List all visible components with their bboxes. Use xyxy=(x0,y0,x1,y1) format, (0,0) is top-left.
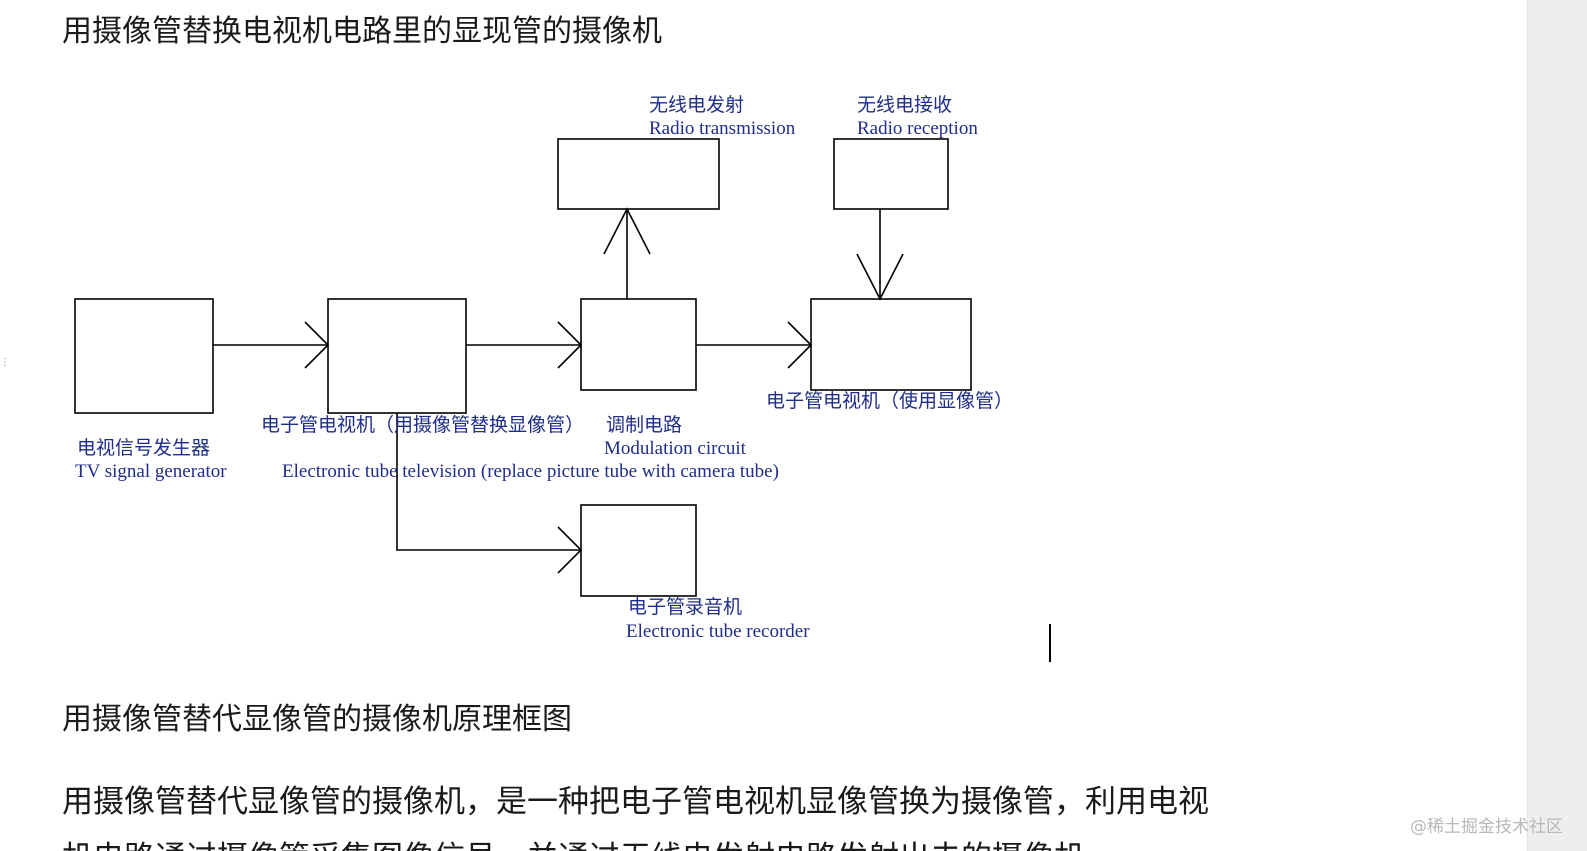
box-tv-signal-generator xyxy=(74,298,214,414)
drag-handle-icon[interactable]: ⋮ xyxy=(0,357,10,368)
scrollbar-gutter[interactable] xyxy=(1527,0,1587,851)
box-modulation xyxy=(580,298,697,391)
arrow-tv-to-modulation xyxy=(466,321,583,369)
label-recorder-en: Electronic tube recorder xyxy=(626,621,810,642)
label-recorder-zh: 电子管录音机 xyxy=(628,596,742,618)
box-recorder xyxy=(580,504,697,597)
label-modulation-zh: 调制电路 xyxy=(606,414,682,436)
body-paragraph: 用摄像管替代显像管的摄像机，是一种把电子管电视机显像管换为摄像管，利用电视 xyxy=(62,784,1209,820)
label-modulation-en: Modulation circuit xyxy=(604,438,747,459)
label-radio-reception-en: Radio reception xyxy=(857,118,978,139)
box-tube-tv-display xyxy=(810,298,972,391)
watermark: @稀土掘金技术社区 xyxy=(1410,817,1563,837)
body-paragraph-cut-line: 机电路通过摄像管采集图像信号，并通过无线电发射电路发射出去的摄像机 xyxy=(62,832,1262,851)
figure-caption: 用摄像管替代显像管的摄像机原理框图 xyxy=(62,702,572,737)
text-cursor xyxy=(1049,624,1051,662)
label-tv-signal-zh: 电视信号发生器 xyxy=(77,437,210,459)
block-diagram: 无线电发射 Radio transmission 无线电接收 Radio rec… xyxy=(74,94,1013,642)
label-tube-tv-display-zh: 电子管电视机（使用显像管） xyxy=(766,390,1013,412)
label-radio-transmission-zh: 无线电发射 xyxy=(649,94,744,116)
arrow-modulation-to-transmission xyxy=(603,207,651,299)
label-radio-transmission-en: Radio transmission xyxy=(649,118,796,139)
box-radio-transmission xyxy=(557,138,720,210)
body-paragraph-continued: 机电路通过摄像管采集图像信号，并通过无线电发射电路发射出去的摄像机 xyxy=(62,832,1262,851)
box-radio-reception xyxy=(833,138,949,210)
arrow-tv-to-recorder xyxy=(396,413,583,574)
arrow-reception-to-display xyxy=(856,209,904,301)
document-page: 用摄像管替换电视机电路里的显现管的摄像机 xyxy=(0,14,1262,851)
page-title: 用摄像管替换电视机电路里的显现管的摄像机 xyxy=(62,14,662,49)
arrow-generator-to-tv xyxy=(213,321,330,369)
label-tv-signal-en: TV signal generator xyxy=(75,461,227,482)
arrow-modulation-to-display xyxy=(696,321,813,369)
box-tube-tv-camera xyxy=(327,298,467,414)
label-tube-tv-zh: 电子管电视机（用摄像管替换显像管） xyxy=(261,414,584,436)
label-tube-tv-en: Electronic tube television (replace pict… xyxy=(282,461,779,482)
label-radio-reception-zh: 无线电接收 xyxy=(857,94,952,116)
